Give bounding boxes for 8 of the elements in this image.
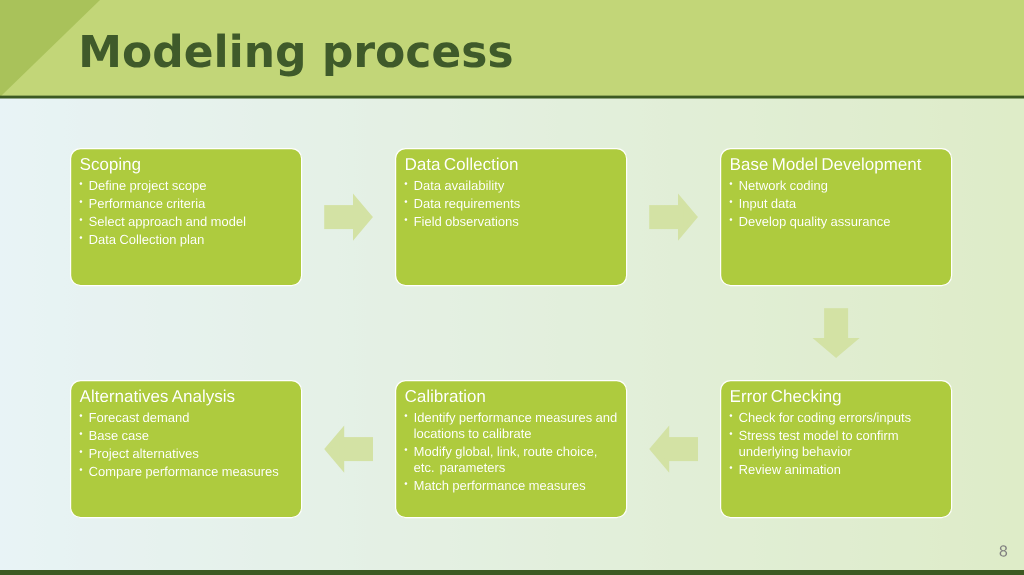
- process-box: Base Model Development Network coding Input data Develop quality assurance: [720, 148, 953, 287]
- page-number: 8: [999, 545, 1008, 557]
- process-box: Scoping Define project scope Performance criteria Select approach and model Data Collection plan: [70, 148, 303, 287]
- process-box: Alternatives Analysis Forecast demand Base case Project alternatives Compare performance measures: [70, 380, 303, 519]
- process-box: Data Collection Data availability Data requirements Field observations: [395, 148, 628, 287]
- process-box: Error Checking Check for coding errors/inputs Stress test model to confirm underlying behavior Review animation: [720, 380, 953, 519]
- process-box: Calibration Identify performance measures and locations to calibrate Modify global, link, route choice, etc. parameters Match performance measures: [395, 380, 628, 519]
- title: Modeling process: [82, 33, 512, 77]
